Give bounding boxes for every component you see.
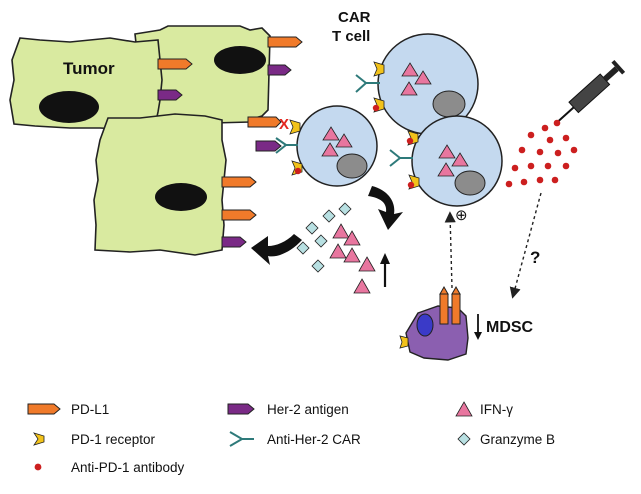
ifng-triangle (322, 126, 340, 141)
pdl1-marker (157, 58, 193, 70)
legend-antibody-label: Anti-PD-1 antibody (71, 460, 185, 475)
legend-her2-label: Her-2 antigen (267, 402, 349, 417)
car-receptor (355, 74, 380, 93)
antibody-dot (294, 167, 302, 175)
legend-pd1-icon (33, 432, 45, 446)
car-receptor (275, 137, 298, 154)
pd1-receptor (289, 119, 301, 135)
legend: PD-L1 PD-1 receptor Anti-PD-1 antibody H… (27, 401, 555, 475)
legend-ifng-icon (455, 401, 473, 417)
her2-marker (221, 236, 247, 248)
legend-pdl1-label: PD-L1 (71, 402, 109, 417)
granzyme-cluster (296, 202, 352, 273)
tumor-nucleus (155, 183, 207, 211)
legend-granzyme-icon (457, 432, 471, 446)
legend-her2-icon (227, 403, 255, 415)
pd1-receptors (289, 61, 420, 190)
her2-marker (267, 64, 292, 76)
ifng-triangle (335, 133, 353, 148)
her2-marker (255, 140, 282, 152)
up-arrow-icon (380, 253, 390, 287)
car-label-line2: T cell (332, 28, 370, 45)
antibody-cloud (505, 119, 578, 188)
ifng-triangle (437, 162, 455, 177)
legend-ifng-label: IFN-γ (480, 402, 513, 417)
legend-antibody-icon (34, 463, 42, 471)
antibody-dot (372, 104, 380, 112)
pdl1-marker (247, 116, 282, 128)
tumor-nucleus (39, 91, 99, 123)
curved-arrow-left (251, 234, 302, 265)
car-label-line1: CAR (338, 9, 371, 26)
ifng-triangle (451, 152, 469, 167)
legend-granzyme-label: Granzyme B (480, 432, 555, 447)
syringe-icon (556, 59, 626, 123)
ifng-triangle (401, 62, 419, 77)
down-arrow-icon (474, 314, 482, 340)
tumor-cells (9, 25, 271, 256)
car-t-cells (296, 33, 503, 207)
t-cell-nucleus (454, 170, 486, 196)
car-receptors (275, 74, 413, 167)
legend-car-icon (229, 431, 254, 447)
ifng-triangle (400, 81, 418, 96)
tumor-label: Tumor (63, 59, 115, 78)
tumor-surface-markers (157, 36, 303, 248)
legend-pd1-label: PD-1 receptor (71, 432, 156, 447)
tumor-nucleus (214, 46, 266, 74)
ifng-triangle (321, 142, 339, 157)
tumor-cell-front (93, 113, 227, 256)
ifng-triangle (414, 70, 432, 85)
plus-symbol: ⊕ (455, 207, 468, 224)
dashed-arrow-to-mdsc (509, 192, 542, 299)
blocked-x-mark: X (279, 116, 289, 133)
mdsc-cell (399, 285, 469, 361)
antibody-dot (407, 181, 415, 189)
antibody-dot (406, 137, 414, 145)
mdsc-pd1 (399, 335, 409, 349)
pdl1-marker (221, 209, 257, 221)
ifng-triangle (438, 144, 456, 159)
legend-pdl1-icon (27, 403, 61, 415)
pdl1-marker (221, 176, 257, 188)
pd1-receptor (373, 61, 385, 77)
pdl1-marker (267, 36, 303, 48)
mdsc-label: MDSC (486, 319, 534, 336)
mdsc-receptor (451, 293, 461, 325)
dashed-arrow-to-tcell (444, 211, 456, 289)
mdsc-receptor (439, 293, 449, 325)
curved-arrow-right (368, 186, 403, 230)
her2-marker (157, 89, 183, 101)
question-mark: ? (530, 248, 540, 267)
secreted-ifng-cluster (329, 223, 376, 294)
t-cell-nucleus (432, 90, 466, 118)
mdsc-nucleus (416, 313, 434, 337)
t-cell-ifng (321, 62, 469, 177)
t-cell-nucleus (336, 153, 368, 179)
legend-car-label: Anti-Her-2 CAR (267, 432, 361, 447)
car-receptor (389, 149, 413, 167)
